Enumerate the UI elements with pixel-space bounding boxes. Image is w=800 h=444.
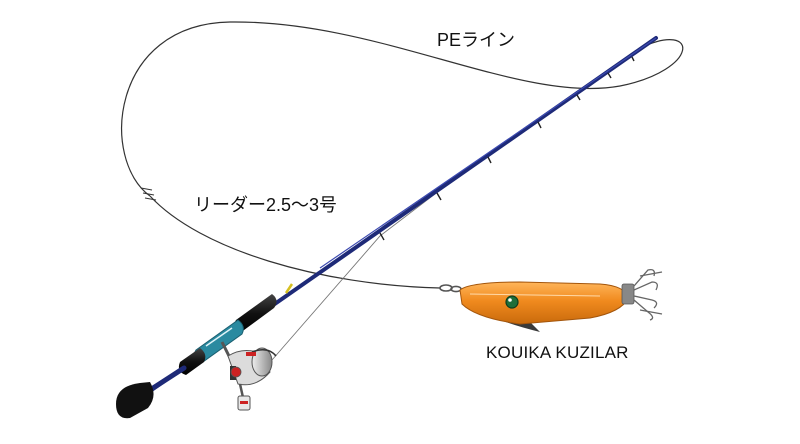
lure-name-label: KOUIKA KUZILAR [486, 343, 629, 362]
lure-eye [505, 295, 519, 309]
butt-cap [116, 382, 154, 419]
pe-line [121, 21, 684, 197]
spinning-reel [220, 341, 277, 411]
fore-grip [233, 294, 277, 333]
leader-label: リーダー2.5〜3号 [194, 195, 338, 215]
leader-line [149, 195, 441, 289]
egi-lure [459, 268, 663, 332]
pe-line-label: PEライン [437, 30, 516, 50]
snap-swivel [439, 284, 462, 293]
lure-hooks [633, 268, 663, 321]
winding-check [284, 283, 294, 294]
rod-guides [379, 56, 635, 241]
lure-body [459, 281, 629, 325]
